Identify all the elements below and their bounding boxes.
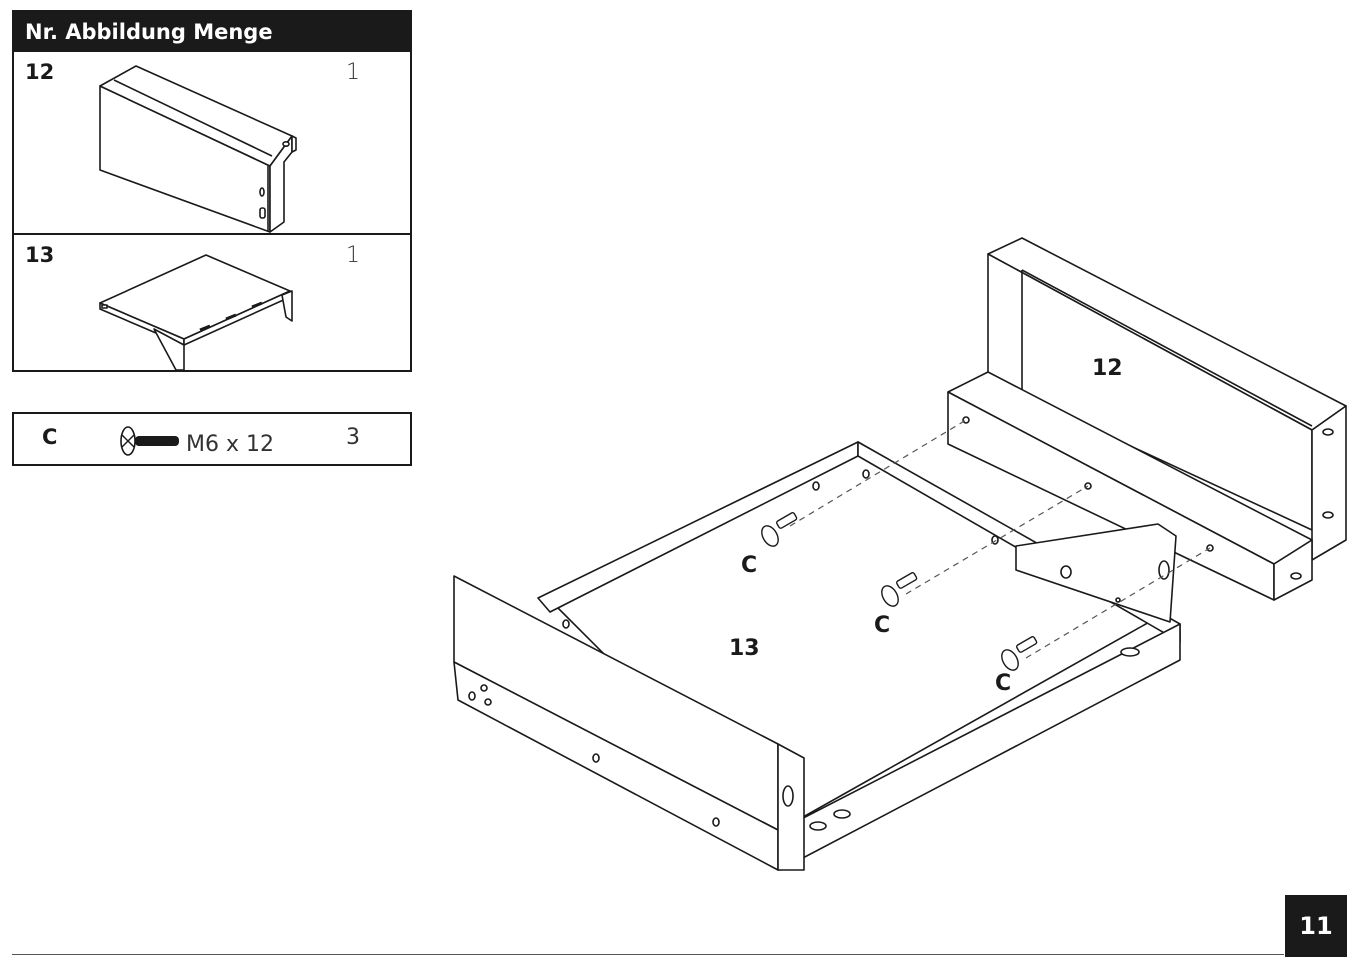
assembly-drawing bbox=[453, 237, 1347, 871]
screw-c-3 bbox=[1001, 636, 1038, 671]
part-number: 13 bbox=[25, 243, 55, 267]
hardware-size: M6 x 12 bbox=[186, 432, 274, 457]
part-quantity: 1 bbox=[346, 60, 360, 85]
screw-icon bbox=[120, 426, 179, 456]
hardware-code: C bbox=[42, 425, 58, 449]
panel-12-side bbox=[1311, 405, 1347, 561]
callout-panel-12: 12 bbox=[1092, 356, 1123, 381]
hardware-quantity: 3 bbox=[346, 425, 360, 450]
part-number: 12 bbox=[25, 60, 55, 84]
callout-screw-c-1: C bbox=[741, 553, 758, 578]
part-row-13: 13 1 bbox=[14, 235, 410, 372]
parts-table-header: Nr. Abbildung Menge bbox=[14, 12, 410, 52]
part-row-12: 12 1 bbox=[14, 52, 410, 235]
screw-c-1 bbox=[761, 512, 798, 547]
callout-screw-c-2: C bbox=[874, 613, 891, 638]
footer-divider bbox=[12, 954, 1284, 955]
part-12-illustration bbox=[99, 65, 297, 233]
frame-13-bracket bbox=[1015, 523, 1177, 623]
callout-screw-c-3: C bbox=[995, 671, 1012, 696]
screw-c-2 bbox=[881, 572, 918, 607]
part-quantity: 1 bbox=[346, 243, 360, 268]
part-13-illustration bbox=[99, 254, 293, 371]
parts-table: Nr. Abbildung Menge 12 1 bbox=[12, 10, 412, 372]
hardware-box: C M6 x 12 3 bbox=[12, 412, 412, 466]
callout-frame-13: 13 bbox=[729, 636, 760, 661]
page-number: 11 bbox=[1285, 895, 1347, 957]
